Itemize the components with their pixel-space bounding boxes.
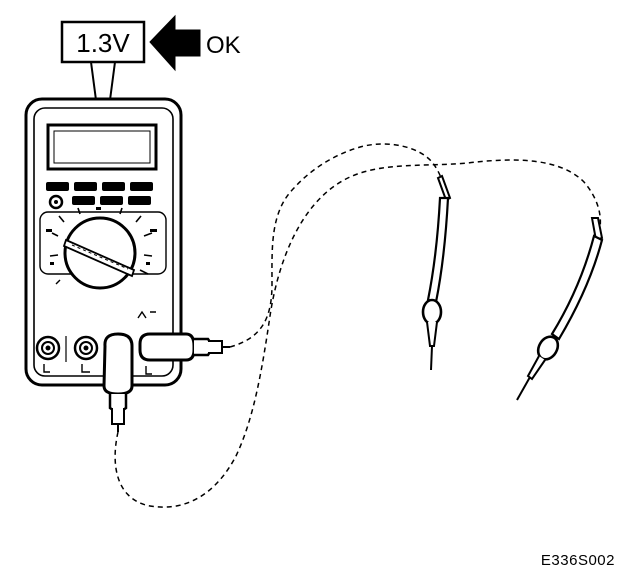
plug-black-lead [102, 332, 134, 432]
dial-scale-ticks [46, 207, 157, 265]
meter-button [72, 196, 95, 205]
ok-arrow [149, 14, 201, 72]
figure-id: E336S002 [541, 552, 615, 569]
probe-black [516, 217, 604, 401]
plug-red-lead [138, 332, 230, 362]
meter-button [46, 182, 69, 191]
meter-power-button-center [54, 200, 58, 204]
jack-com [35, 335, 61, 361]
meter-button-row [46, 182, 153, 205]
meter-button [102, 182, 125, 191]
reading-value: 1.3V [76, 28, 130, 58]
dial-scale-marks [49, 207, 153, 275]
lead-wire-black [114, 159, 602, 508]
meter-button [100, 196, 123, 205]
meter-button [130, 182, 153, 191]
lead-wire-red [229, 143, 447, 348]
probe-red [421, 174, 452, 371]
multimeter [24, 97, 183, 387]
jack-ma [73, 335, 99, 361]
dial-edge-mark [55, 279, 61, 285]
meter-display-inner [53, 130, 151, 164]
meter-button [128, 196, 151, 205]
meter-button [74, 182, 97, 191]
ok-label: OK [206, 32, 241, 59]
jack-symbols [43, 310, 156, 375]
meter-display [46, 123, 158, 171]
reading-callout: 1.3V OK [60, 14, 241, 139]
meter-rotary-dial [63, 216, 137, 290]
lead-wires [114, 143, 602, 508]
reading-box [60, 20, 146, 64]
dial-pointer [62, 238, 136, 278]
